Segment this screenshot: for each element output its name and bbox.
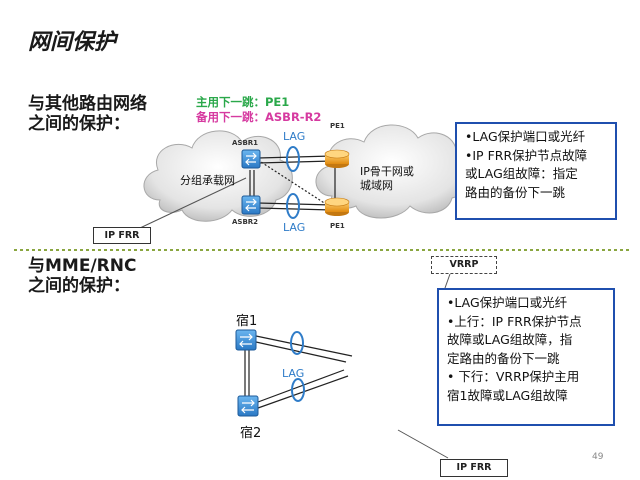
asbr1-label: ASBR1 bbox=[232, 139, 259, 147]
info-box-top: •LAG保护端口或光纤 •IP FRR保护节点故障 或LAG组故障：指定 路由的… bbox=[455, 122, 617, 220]
info-box-top-line: •IP FRR保护节点故障 bbox=[465, 147, 588, 163]
right-cloud-line1: IP骨干网或 bbox=[360, 165, 414, 178]
lag-label-top: LAG bbox=[283, 130, 306, 143]
info-box-bottom-line: •LAG保护端口或光纤 bbox=[447, 295, 568, 310]
lag-ellipse-bottom bbox=[286, 193, 300, 219]
section2-label: 与MME/RNC 之间的保护： bbox=[28, 256, 136, 296]
info-box-bottom-line: 故障或LAG组故障，指 bbox=[447, 332, 573, 347]
info-box-bottom-line: • 下行：VRRP保护主用 bbox=[447, 369, 580, 384]
info-box-bottom-line: •上行：IP FRR保护节点 bbox=[447, 313, 582, 329]
info-box-bottom: •LAG保护端口或光纤 •上行：IP FRR保护节点 故障或LAG组故障，指 定… bbox=[437, 288, 615, 426]
asbr2-label: ASBR2 bbox=[232, 218, 259, 226]
pe1-bottom-router-icon bbox=[324, 197, 350, 216]
info-box-top-line: 路由的备份下一跳 bbox=[465, 184, 566, 200]
lag-label-bottom: LAG bbox=[283, 221, 306, 234]
section1-line2: 之间的保护： bbox=[28, 114, 130, 134]
left-cloud-label: 分组承载网 bbox=[180, 174, 235, 187]
lag-label-node: LAG bbox=[282, 367, 305, 380]
ip-frr-tag-top: IP FRR bbox=[93, 227, 151, 244]
node1-label: 宿1 bbox=[236, 314, 258, 329]
section2-line1: 与MME/RNC bbox=[28, 256, 137, 276]
vrrp-pointer bbox=[444, 273, 451, 289]
asbr2-router-icon bbox=[241, 195, 261, 215]
lag-ellipse-node1 bbox=[290, 331, 304, 355]
primary-next-hop: 主用下一跳：PE1 bbox=[196, 95, 290, 109]
ip-frr-pointer-top bbox=[139, 177, 247, 229]
top-links bbox=[249, 155, 336, 211]
lag-ellipse-node2 bbox=[291, 378, 305, 402]
pe1-bottom-label: PE1 bbox=[330, 222, 345, 230]
ip-frr-pointer-bottom bbox=[397, 429, 449, 459]
section1-line1: 与其他路由网络 bbox=[28, 94, 147, 114]
pe1-top-router-icon bbox=[324, 149, 350, 168]
asbr1-router-icon bbox=[241, 149, 261, 169]
pe1-top-label: PE1 bbox=[330, 122, 345, 130]
ip-frr-tag-bottom: IP FRR bbox=[440, 459, 508, 477]
page-title: 网间保护 bbox=[28, 30, 117, 55]
node1-router-icon bbox=[235, 329, 257, 351]
info-box-top-line: 或LAG组故障：指定 bbox=[465, 166, 578, 181]
section2-line2: 之间的保护： bbox=[28, 276, 130, 296]
right-cloud-line2: 城域网 bbox=[360, 179, 393, 192]
node2-label: 宿2 bbox=[240, 426, 262, 441]
info-box-top-line: •LAG保护端口或光纤 bbox=[465, 129, 586, 144]
backup-next-hop: 备用下一跳：ASBR-R2 bbox=[196, 110, 322, 124]
info-box-bottom-line: 定路由的备份下一跳 bbox=[447, 350, 560, 366]
page-number: 49 bbox=[592, 452, 604, 462]
node2-router-icon bbox=[237, 395, 259, 417]
info-box-bottom-line: 宿1故障或LAG组故障 bbox=[447, 387, 568, 403]
right-cloud-label: IP骨干网或 城域网 bbox=[360, 165, 414, 193]
section1-label: 与其他路由网络 之间的保护： bbox=[28, 94, 147, 134]
vrrp-tag: VRRP bbox=[431, 256, 497, 274]
lag-ellipse-top bbox=[286, 146, 300, 172]
